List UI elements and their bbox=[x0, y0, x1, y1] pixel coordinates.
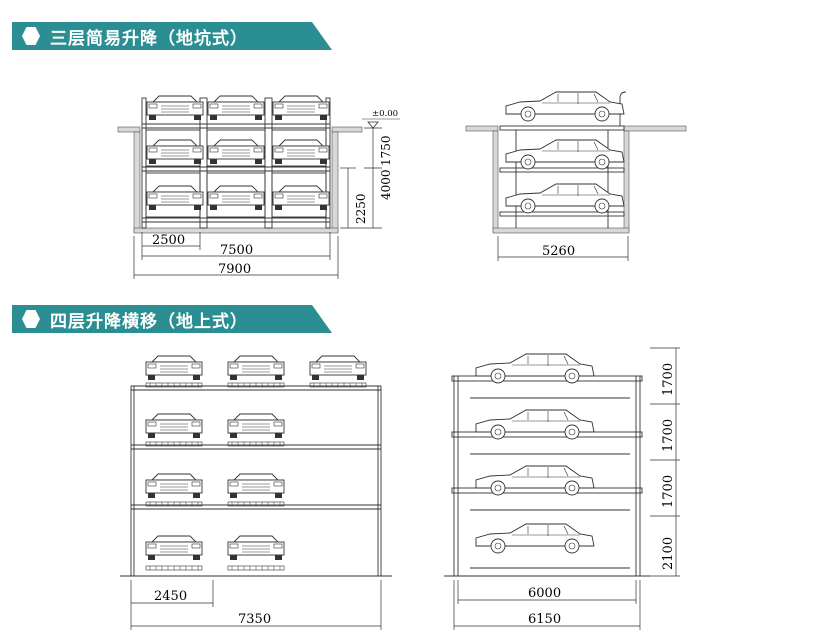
section-header-four-level: 四层升降横移（地上式） bbox=[12, 305, 332, 333]
dim-7500: 7500 bbox=[220, 243, 253, 258]
dim-7350: 7350 bbox=[238, 612, 271, 627]
section-title: 四层升降横移（地上式） bbox=[50, 311, 248, 332]
dim-h1: 1700 bbox=[661, 363, 676, 396]
dim-6000: 6000 bbox=[528, 586, 561, 601]
dim-2500: 2500 bbox=[152, 233, 185, 248]
dim-2250: 2250 bbox=[354, 193, 368, 224]
dim-2450: 2450 bbox=[154, 589, 187, 604]
front-view-three-level: ±0.00 1750 4000 2250 2500 7500 7900 bbox=[117, 95, 400, 279]
front-view-four-level: 2450 7350 bbox=[120, 355, 392, 630]
dim-7900: 7900 bbox=[218, 262, 251, 277]
dim-4000: 4000 bbox=[379, 169, 393, 200]
section-header-three-level: 三层简易升降（地坑式） bbox=[12, 22, 332, 50]
dim-5260: 5260 bbox=[542, 244, 575, 259]
dim-h3: 1700 bbox=[661, 475, 676, 508]
dim-h2: 1700 bbox=[661, 419, 676, 452]
side-view-three-level: 5260 bbox=[465, 91, 687, 261]
hexagon-icon bbox=[22, 27, 40, 45]
hexagon-icon bbox=[22, 310, 40, 328]
section-title: 三层简易升降（地坑式） bbox=[50, 28, 248, 49]
dim-h4: 2100 bbox=[661, 537, 676, 570]
side-view-four-level: 1700 1700 1700 2100 6000 6150 bbox=[444, 347, 680, 630]
dim-1750: 1750 bbox=[379, 135, 393, 166]
level-label: ±0.00 bbox=[372, 109, 398, 119]
dim-6150: 6150 bbox=[528, 612, 561, 627]
